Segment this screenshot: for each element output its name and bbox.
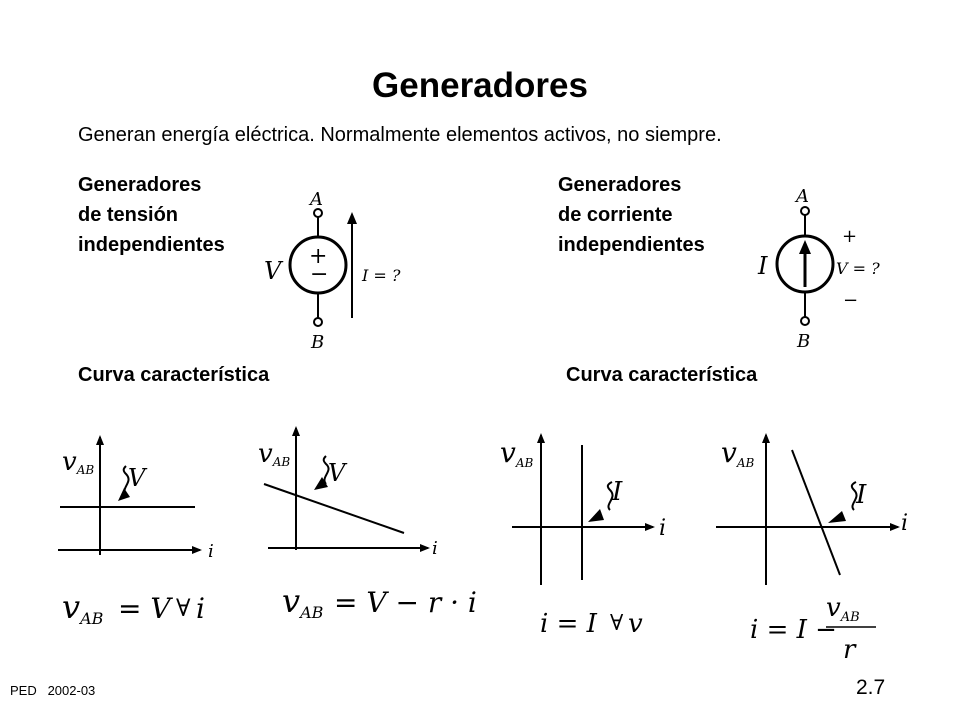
page-title: Generadores	[372, 66, 588, 105]
equation-4: i = I − vAB r	[750, 593, 876, 665]
graph4-characteristic-line	[791, 449, 841, 576]
eq2-lhs: vAB	[282, 582, 324, 622]
page-number: 2.7	[856, 676, 886, 699]
footer: PED 2002-03	[10, 683, 96, 698]
graph1-v-label: vAB	[62, 447, 94, 477]
graph-3: vAB i I	[500, 433, 666, 585]
voltage-heading-line-2: de tensión	[78, 204, 179, 226]
current-source-heading: Generadores de corriente independientes	[558, 170, 705, 260]
graph1-i-label: i	[208, 541, 214, 562]
graph3-v-label: vAB	[500, 436, 533, 470]
eq1-lhs: vAB	[62, 588, 104, 628]
eq1-forall: ∀	[176, 594, 191, 622]
node-a-label-2: A	[794, 186, 809, 207]
graph4-pointer	[850, 481, 858, 511]
eq3-var: v	[628, 609, 643, 639]
voltage-source-heading: Generadores de tensión independientes	[78, 170, 225, 260]
equation-2: vAB = V − r · i	[282, 582, 477, 622]
graph4-value-label: I	[855, 480, 867, 510]
curve-label-left: Curva característica	[78, 364, 270, 386]
graph4-v-label: vAB	[721, 436, 754, 470]
graph2-i-label: i	[432, 538, 438, 559]
graph2-pointer-head	[314, 477, 328, 490]
node-b-terminal	[313, 317, 323, 327]
eq4-lhs: i = I −	[750, 615, 837, 645]
graph-4: vAB i I	[716, 433, 908, 585]
graph2-pointer	[322, 455, 330, 485]
eq4-numerator: vAB	[826, 593, 860, 625]
graph1-value-label: V	[128, 464, 148, 492]
equation-1: vAB = V ∀ i	[62, 588, 205, 628]
current-source-symbol: I	[757, 252, 768, 280]
current-heading-line-3: independientes	[558, 234, 705, 256]
graph2-value-label: V	[328, 459, 348, 487]
eq3-lhs: i = I	[540, 609, 598, 639]
current-heading-line-1: Generadores	[558, 174, 682, 196]
graph3-pointer-head	[588, 509, 604, 522]
source-arrow-head	[799, 240, 811, 254]
voltage-source-symbol: V	[264, 257, 284, 285]
eq2-rhs: = V − r · i	[334, 586, 477, 619]
graph3-value-label: I	[611, 477, 623, 507]
current-heading-line-2: de corriente	[558, 204, 673, 226]
voltage-unknown-label: V = ?	[836, 259, 880, 278]
plus-sign: +	[309, 244, 327, 269]
node-b-label-2: B	[796, 331, 810, 352]
minus-sign: −	[310, 262, 328, 287]
curve-label-right: Curva característica	[566, 364, 758, 386]
node-a-label: A	[308, 189, 323, 210]
graph2-v-label: vAB	[258, 439, 290, 469]
voltage-heading-line-3: independientes	[78, 234, 225, 256]
current-unknown-label: I = ?	[361, 266, 401, 285]
graph2-characteristic-line	[263, 483, 405, 534]
graph4-pointer-head	[828, 511, 846, 523]
graph-2: vAB i V	[258, 426, 438, 559]
current-arrow-head	[347, 212, 357, 224]
subtitle: Generan energía eléctrica. Normalmente e…	[78, 124, 722, 146]
eq3-forall: ∀	[610, 611, 624, 636]
node-b-terminal-2	[800, 316, 810, 326]
eq1-rhs: = V	[118, 592, 173, 625]
node-b-label: B	[310, 332, 324, 353]
graph1-pointer	[122, 465, 130, 496]
graph3-i-label: i	[659, 516, 666, 541]
graph-1: vAB i V	[58, 435, 214, 562]
graph1-pointer-head	[118, 488, 130, 501]
equation-3: i = I ∀ v	[540, 609, 643, 639]
voltage-heading-line-1: Generadores	[78, 174, 202, 196]
eq4-denominator: r	[843, 635, 857, 665]
graph4-i-label: i	[901, 511, 908, 536]
minus-sign-2: −	[843, 290, 858, 311]
graph3-pointer	[606, 481, 614, 511]
plus-sign-2: +	[842, 226, 857, 247]
eq1-var: i	[196, 592, 205, 625]
